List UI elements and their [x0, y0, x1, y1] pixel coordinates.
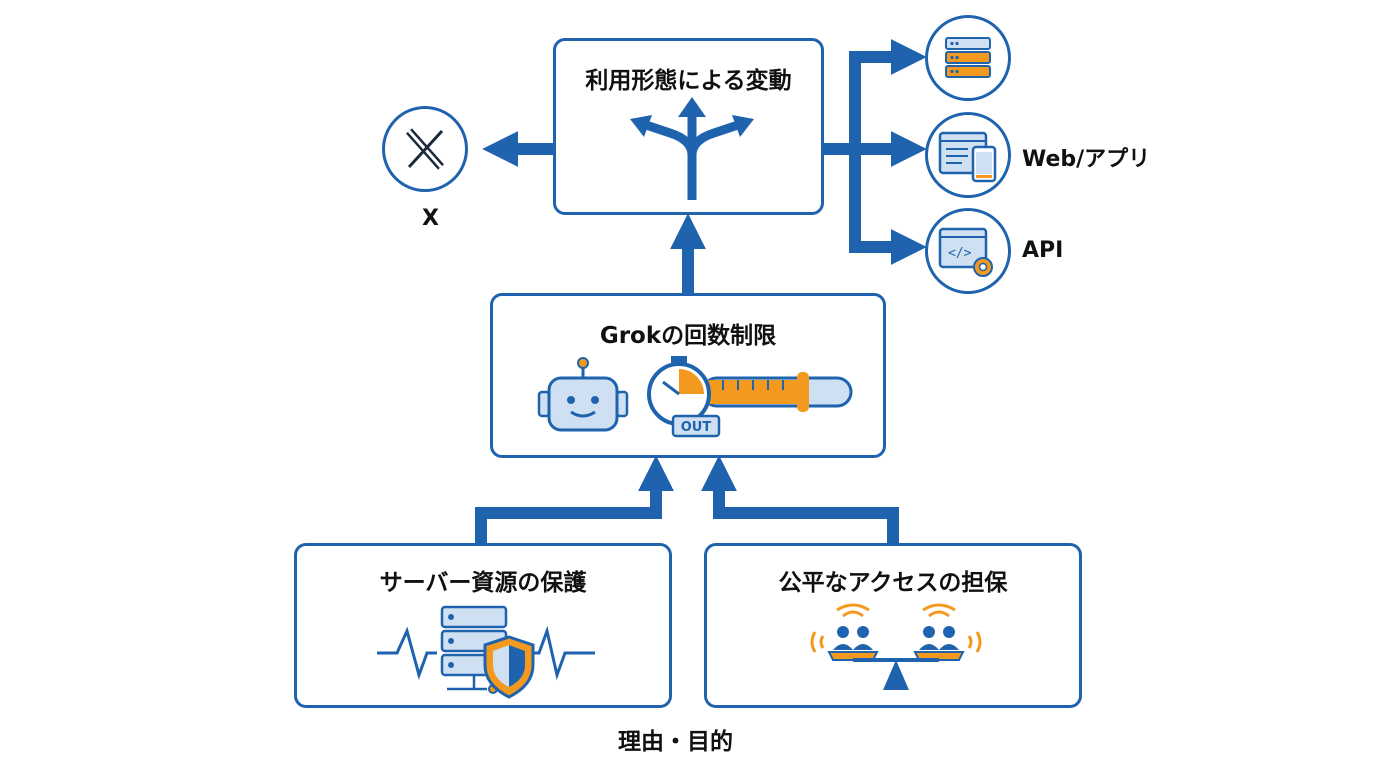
server-stack-icon [945, 37, 991, 78]
fair-access-box: 公平なアクセスの担保 [704, 543, 1082, 708]
arrow-usage-to-server [824, 39, 927, 155]
out-badge: OUT [681, 420, 712, 435]
x-label: X [422, 206, 439, 231]
grok-limit-box: Grokの回数制限 OUT [490, 293, 886, 458]
arrow-usage-to-api [849, 149, 927, 265]
web-app-circle [925, 112, 1011, 198]
arrow-server-to-limit [475, 455, 674, 545]
x-platform-circle [382, 106, 468, 192]
grok-limit-title: Grokの回数制限 [599, 323, 777, 349]
web-app-icon [938, 131, 997, 183]
server-protection-title: サーバー資源の保護 [379, 570, 587, 596]
fair-access-title: 公平なアクセスの担保 [778, 570, 1008, 596]
api-label: API [1022, 238, 1064, 263]
server-shield-icon [377, 605, 595, 699]
usage-variation-box: 利用形態による変動 [553, 38, 824, 215]
branching-arrows-icon [630, 97, 754, 200]
usage-variation-title: 利用形態による変動 [585, 68, 792, 94]
stopwatch-timer-icon: OUT [647, 356, 853, 438]
robot-icon [537, 357, 629, 432]
arrow-fair-to-limit [701, 455, 899, 545]
server-protection-box: サーバー資源の保護 [294, 543, 672, 708]
reason-purpose-caption: 理由・目的 [618, 729, 733, 755]
server-output-circle [925, 15, 1011, 101]
svg-text:</>: </> [948, 246, 972, 261]
balanced-scale-users-icon [810, 603, 982, 690]
web-app-label: Web/アプリ [1022, 147, 1151, 172]
api-circle: </> [925, 208, 1011, 294]
x-logo-icon [406, 128, 444, 170]
api-code-icon: </> [938, 227, 993, 277]
